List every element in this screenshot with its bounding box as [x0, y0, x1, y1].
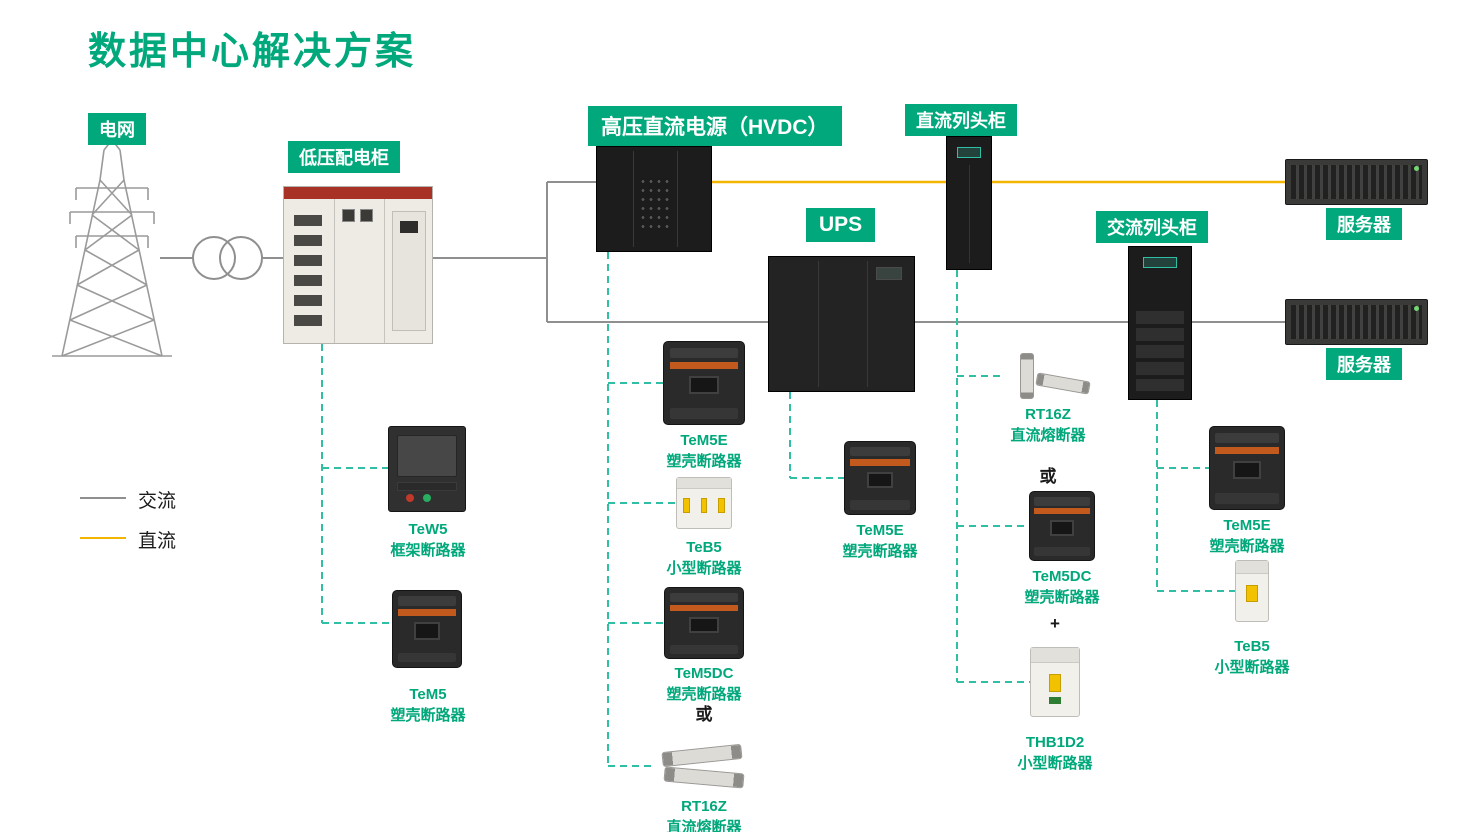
transformer-icon	[192, 236, 263, 280]
thb1d2-image	[1030, 647, 1080, 717]
hvdc-cabinet-image	[596, 146, 712, 252]
product-name: TeM5E	[680, 432, 728, 449]
tew5-label: TeW5 框架断路器	[366, 519, 490, 561]
cabinet-screen	[1142, 257, 1178, 268]
product-desc: 直流熔断器	[1010, 427, 1086, 444]
tew5-image	[388, 426, 466, 512]
server-top-badge: 服务器	[1326, 208, 1402, 240]
product-desc: 小型断路器	[666, 560, 742, 577]
product-desc: 直流熔断器	[666, 819, 742, 832]
ups-display	[876, 267, 902, 280]
product-desc: 塑壳断路器	[1209, 538, 1285, 555]
server-led	[1414, 306, 1419, 311]
teb5-hvdc-label: TeB5 小型断路器	[642, 537, 766, 579]
lv-cabinet-top-band	[284, 187, 432, 199]
ups-badge: UPS	[806, 208, 876, 242]
tem5e-ac-label: TeM5E 塑壳断路器	[1185, 515, 1309, 557]
server-bottom-badge: 服务器	[1326, 348, 1402, 380]
rt16z-hvdc-image	[654, 740, 750, 792]
tem5e-hvdc-image	[663, 341, 745, 425]
rt16z-hvdc-label: RT16Z 直流熔断器	[642, 796, 766, 832]
product-name: TeM5DC	[674, 665, 734, 682]
legend-dc-line	[80, 537, 126, 539]
lv-cabinet-display	[400, 221, 418, 233]
product-desc: 塑壳断路器	[1024, 589, 1100, 606]
server-top-image	[1285, 159, 1428, 205]
teb5-ac-label: TeB5 小型断路器	[1190, 636, 1314, 678]
product-desc: 框架断路器	[390, 542, 466, 559]
meter-icon	[360, 209, 373, 222]
indicator-window	[1049, 696, 1061, 704]
cabinet-screen	[956, 147, 982, 158]
rt16z-dc-label: RT16Z 直流熔断器	[986, 404, 1110, 446]
or-connector-dc: 或	[1039, 467, 1057, 486]
product-desc: 塑壳断路器	[666, 453, 742, 470]
meter-icon	[342, 209, 355, 222]
product-name: TeB5	[1234, 638, 1270, 655]
product-desc: 塑壳断路器	[842, 543, 918, 560]
tem5dc-hvdc-label: TeM5DC 塑壳断路器	[642, 663, 766, 705]
legend-ac-label: 交流	[138, 491, 177, 512]
product-name: TeM5DC	[1032, 568, 1092, 585]
tem5e-ups-image	[844, 441, 916, 515]
thb1d2-label: THB1D2 小型断路器	[993, 732, 1117, 774]
dc-row-cabinet-image	[946, 136, 992, 270]
server-led	[1414, 166, 1419, 171]
tem5-label: TeM5 塑壳断路器	[366, 684, 490, 726]
product-name: TeM5E	[1223, 517, 1271, 534]
hvdc-badge: 高压直流电源（HVDC）	[588, 106, 842, 146]
product-desc: 塑壳断路器	[666, 686, 742, 703]
tem5dc-dc-label: TeM5DC 塑壳断路器	[1000, 566, 1124, 608]
product-desc: 塑壳断路器	[390, 707, 466, 724]
rt16z-dc-image	[1006, 351, 1092, 401]
tem5dc-hvdc-image	[664, 587, 744, 659]
legend-ac-line	[80, 497, 126, 499]
product-name: TeM5	[409, 686, 447, 703]
grid-badge: 电网	[88, 113, 146, 145]
lv-cabinet-breaker-column	[294, 215, 322, 329]
plus-connector-dc: +	[1050, 614, 1060, 633]
ac-row-badge: 交流列头柜	[1096, 211, 1208, 243]
ac-row-cabinet-image	[1128, 246, 1192, 400]
dc-row-badge: 直流列头柜	[905, 104, 1017, 136]
power-grid-tower-illustration	[52, 139, 172, 357]
teb5-hvdc-image	[676, 477, 732, 529]
or-connector-hvdc: 或	[695, 705, 713, 724]
ups-cabinet-image	[768, 256, 915, 392]
product-name: RT16Z	[1025, 406, 1071, 423]
product-name: TeW5	[408, 521, 448, 538]
tem5-image	[392, 590, 462, 668]
tem5e-hvdc-label: TeM5E 塑壳断路器	[642, 430, 766, 472]
product-name: TeB5	[686, 539, 722, 556]
lv-cabinet-image	[283, 186, 433, 344]
red-button-icon	[405, 494, 414, 503]
ac-row-modules	[1136, 311, 1184, 391]
page-title: 数据中心解决方案	[88, 31, 417, 73]
green-button-icon	[423, 494, 432, 503]
tem5dc-dc-image	[1029, 491, 1095, 561]
product-name: RT16Z	[681, 798, 727, 815]
product-desc: 小型断路器	[1017, 755, 1093, 772]
hvdc-module-grid	[639, 177, 672, 233]
legend-dc-label: 直流	[138, 531, 177, 552]
product-name: TeM5E	[856, 522, 904, 539]
teb5-ac-image	[1235, 560, 1269, 622]
product-name: THB1D2	[1025, 734, 1085, 751]
server-bottom-image	[1285, 299, 1428, 345]
lv-cabinet-badge: 低压配电柜	[288, 141, 400, 173]
product-desc: 小型断路器	[1214, 659, 1290, 676]
tem5e-ups-label: TeM5E 塑壳断路器	[818, 520, 942, 562]
tem5e-ac-image	[1209, 426, 1285, 510]
